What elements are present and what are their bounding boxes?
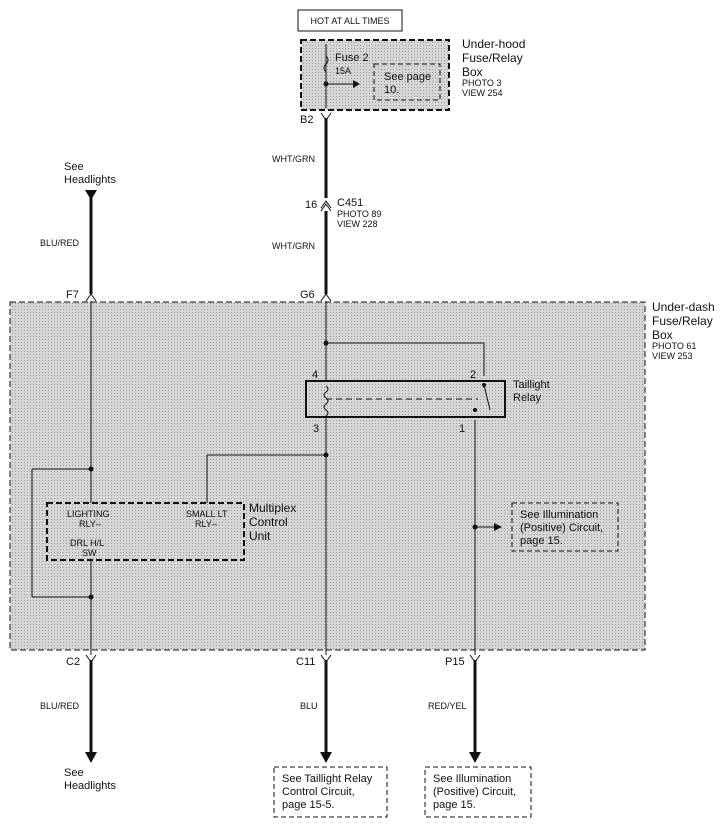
wire-label-blu-red-bottom: BLU/RED [40, 701, 80, 711]
wire-label-blu-red-top: BLU/RED [40, 238, 80, 248]
underhood-title-2: Fuse/Relay [462, 51, 523, 65]
relay-pin-1: 1 [459, 423, 465, 435]
see-headlights-bottom-1: See [64, 767, 84, 779]
illum-inner-3: page 15. [520, 535, 563, 547]
relay-label-1: Taillight [513, 379, 550, 391]
hot-at-all-times-label: HOT AT ALL TIMES [310, 16, 389, 26]
connector-c2: C2 [66, 656, 80, 668]
relay-pin-3: 3 [313, 423, 319, 435]
taillight-ctrl-2: Control Circuit, [282, 786, 355, 798]
mcu-drl-2: SW [82, 548, 97, 558]
wire-label-blu: BLU [300, 701, 318, 711]
mcu-label-1: Multiplex [249, 501, 296, 515]
connector-g6: G6 [300, 289, 315, 301]
connector-c11: C11 [296, 656, 315, 668]
relay-label-2: Relay [513, 392, 542, 404]
hot-at-all-times-box [297, 9, 403, 32]
connector-p15: P15 [445, 656, 465, 668]
see-page-line-1: See page [384, 71, 431, 83]
underhood-title-1: Under-hood [462, 37, 525, 51]
see-headlights-bottom-2: Headlights [64, 780, 116, 792]
underdash-title-1: Under-dash [652, 300, 715, 314]
illum-bottom-3: page 15. [433, 799, 476, 811]
arrow-right-icon [353, 80, 360, 88]
mcu-lighting-2: RLY– [79, 519, 101, 529]
relay-switch-icon [483, 384, 491, 411]
arrow-down-icon [85, 752, 97, 763]
mcu-label-2: Control [249, 515, 288, 529]
relay-pin-2: 2 [470, 369, 476, 381]
mcu-label-3: Unit [249, 529, 271, 543]
mcu-small-lt-1: SMALL LT [186, 509, 228, 519]
connector-f7: F7 [66, 289, 79, 301]
illum-bottom-1: See Illumination [433, 773, 511, 785]
underdash-title-3: Box [652, 328, 673, 342]
illumination-bottom-box [424, 766, 532, 818]
see-page-10-box [373, 63, 441, 101]
underdash-title-2: Fuse/Relay [652, 314, 713, 328]
illum-inner-1: See Illumination [520, 509, 598, 521]
see-headlights-top-1: See [64, 161, 84, 173]
mcu-small-lt-2: RLY– [195, 519, 217, 529]
underhood-view: VIEW 254 [462, 88, 503, 98]
wire-label-red-yel: RED/YEL [428, 701, 467, 711]
connector-b2: B2 [300, 114, 313, 126]
c451-view: VIEW 228 [337, 219, 378, 229]
underhood-title-3: Box [462, 65, 483, 79]
underdash-photo: PHOTO 61 [652, 341, 696, 351]
mcu-lighting-1: LIGHTING [67, 509, 110, 519]
illum-bottom-2: (Positive) Circuit, [433, 786, 516, 798]
relay-pin-4: 4 [312, 369, 318, 381]
wire-label-wht-grn-2: WHT/GRN [272, 241, 315, 251]
c451-pin: 16 [305, 199, 317, 211]
illum-inner-2: (Positive) Circuit, [520, 522, 603, 534]
see-page-line-2: 10. [384, 84, 399, 96]
taillight-control-box [273, 766, 388, 818]
arrow-down-icon-3 [469, 752, 481, 763]
relay-coil-icon [323, 385, 329, 417]
underdash-fuse-box [9, 301, 646, 651]
fuse-icon [323, 55, 329, 73]
connector-c451: C451 [337, 197, 363, 209]
underhood-photo: PHOTO 3 [462, 78, 501, 88]
c451-photo: PHOTO 89 [337, 209, 381, 219]
connector-f7-icon [85, 293, 97, 302]
see-headlights-top-2: Headlights [64, 174, 116, 186]
multiplex-control-unit [46, 502, 245, 561]
underdash-view: VIEW 253 [652, 351, 693, 361]
connector-g6-icon [320, 293, 332, 302]
wire-label-wht-grn-1: WHT/GRN [272, 154, 315, 164]
mcu-drl-1: DRL H/L [70, 538, 104, 548]
fuse-name: Fuse 2 [335, 52, 369, 64]
arrow-down-icon-2 [320, 752, 332, 763]
taillight-ctrl-3: page 15-5. [282, 799, 335, 811]
connector-c451-icon [320, 200, 332, 212]
taillight-ctrl-1: See Taillight Relay [282, 773, 373, 785]
fuse-rating: 15A [335, 66, 351, 76]
arrow-right-icon-2 [494, 523, 502, 531]
illumination-inner-box [511, 502, 619, 552]
